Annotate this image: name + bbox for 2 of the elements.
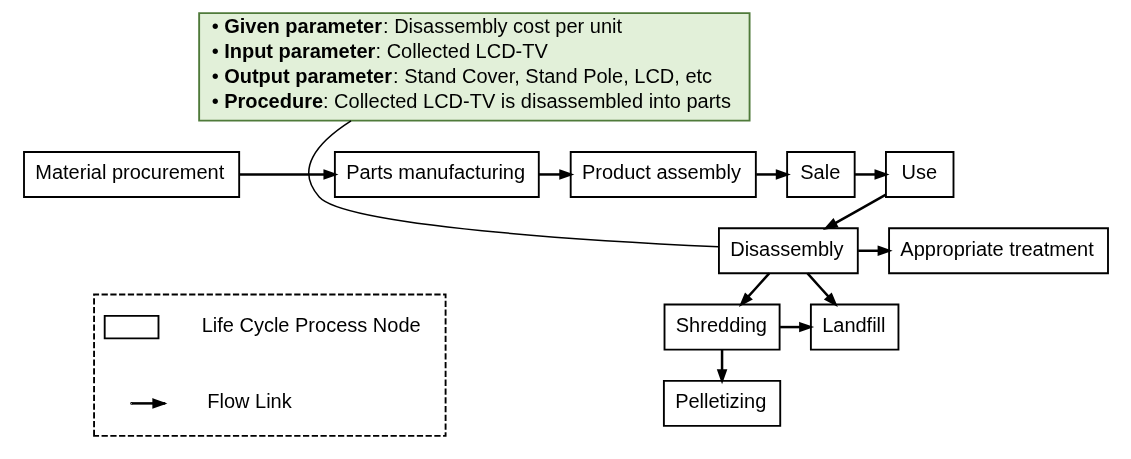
- legend-label: Flow Link: [206, 390, 292, 413]
- legend-label: Life Cycle Process Node: [201, 313, 421, 336]
